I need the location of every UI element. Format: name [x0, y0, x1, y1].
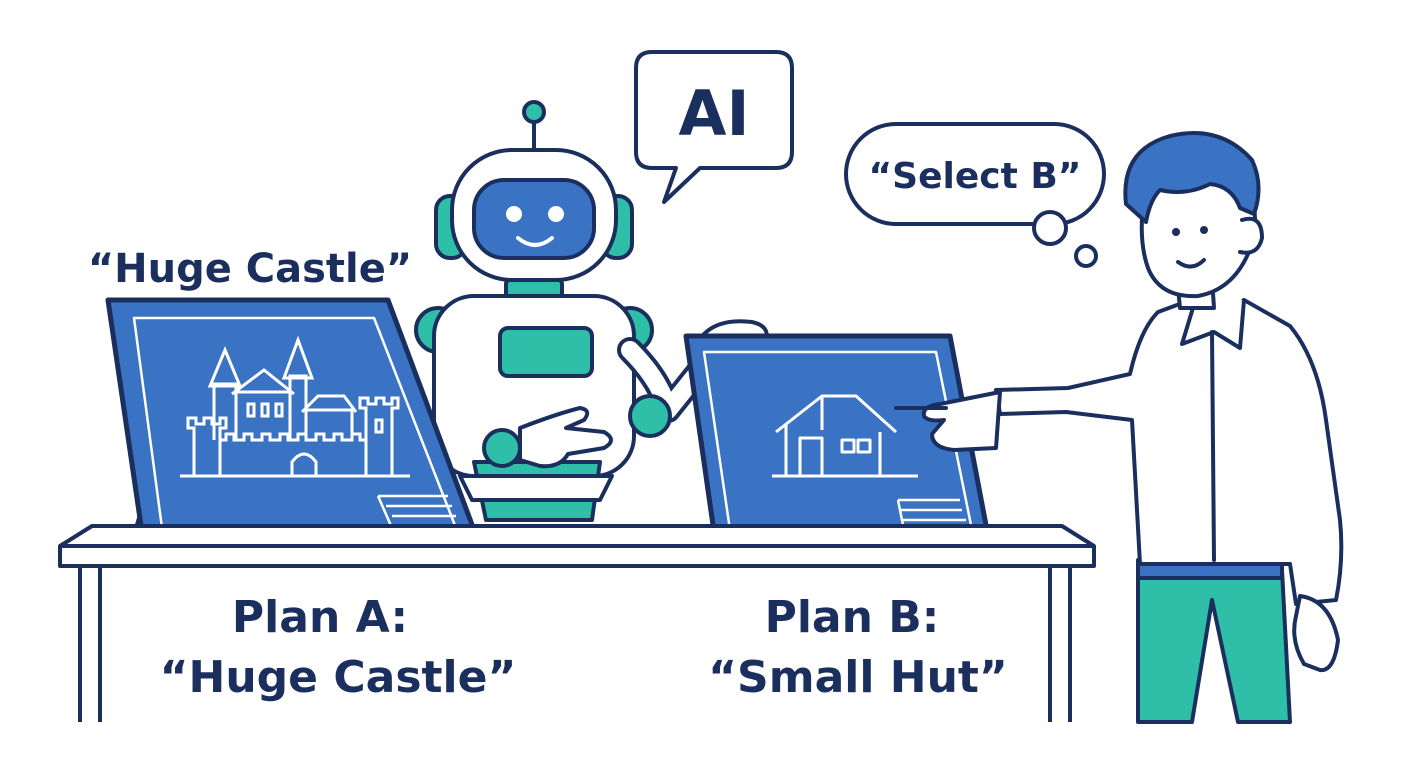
hut-drawing-icon	[772, 394, 918, 478]
plan-b-title: Plan B:	[765, 592, 940, 643]
person-thought-text: “Select B”	[869, 156, 1082, 197]
robot-speech-text: AI	[678, 77, 749, 150]
person-thought-bubble: “Select B”	[844, 122, 1106, 268]
person-pants	[1136, 568, 1292, 724]
robot-chest-panel	[498, 326, 594, 378]
robot-figure	[414, 100, 769, 522]
robot-face	[472, 178, 596, 260]
robot-antenna-ball	[522, 100, 546, 124]
plan-b-name: “Small Hut”	[708, 652, 1008, 703]
plan-a-caption: “Huge Castle”	[88, 246, 412, 292]
person-shirt	[994, 296, 1344, 606]
robot-speech-bubble: AI	[634, 50, 794, 204]
plan-a-title: Plan A:	[232, 592, 408, 643]
person-hair	[1123, 131, 1261, 224]
person-figure	[894, 131, 1344, 724]
plan-a-name: “Huge Castle”	[160, 652, 517, 703]
table	[58, 524, 1096, 722]
castle-drawing-icon	[180, 335, 410, 478]
